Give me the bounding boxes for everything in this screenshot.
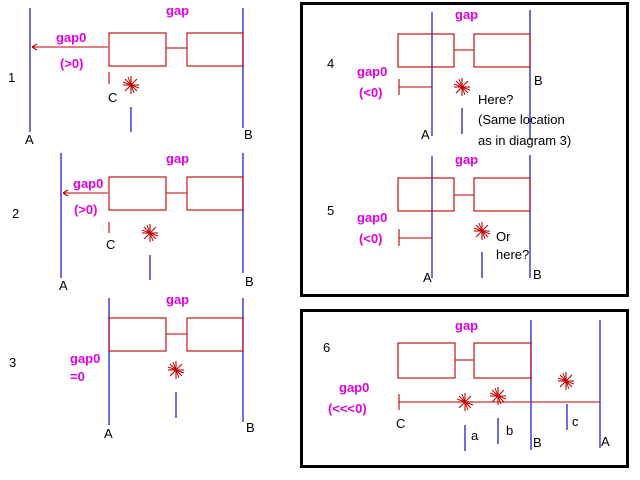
label-b: B bbox=[245, 274, 254, 289]
note-line: (Same location bbox=[478, 112, 565, 127]
right-box bbox=[186, 32, 244, 67]
gap0-label: gap0 bbox=[357, 210, 387, 225]
gap0-label: gap0 bbox=[56, 30, 86, 45]
arrow-head bbox=[31, 46, 38, 51]
panel-6: 6 gap gap0 (<<<0) C a b c B A bbox=[323, 318, 610, 451]
right-box bbox=[186, 176, 244, 211]
note-line: as in diagram 3) bbox=[478, 133, 571, 148]
note-line: Or bbox=[496, 229, 511, 244]
gap-label: gap bbox=[166, 292, 189, 307]
gap-label: gap bbox=[455, 7, 478, 22]
gap0-sign: (<0) bbox=[359, 85, 382, 100]
panel-2: 2 gap gap0 (>0) C A B bbox=[12, 151, 254, 293]
star-icon bbox=[456, 392, 474, 412]
panel-number: 3 bbox=[9, 355, 16, 370]
gap0-sign: (<<<0) bbox=[328, 401, 367, 416]
label-c-small: c bbox=[572, 414, 579, 429]
panel-number: 1 bbox=[8, 70, 15, 85]
label-a: A bbox=[59, 278, 68, 293]
gap0-label: gap0 bbox=[339, 380, 369, 395]
label-c: C bbox=[106, 237, 115, 252]
panel-number: 4 bbox=[327, 56, 334, 71]
label-a: A bbox=[601, 434, 610, 449]
label-b: B bbox=[246, 420, 255, 435]
gap0-sign: (>0) bbox=[60, 56, 83, 71]
star-icon bbox=[453, 77, 471, 97]
star-icon bbox=[141, 223, 159, 243]
panel-1: 1 gap gap0 (>0) C A B bbox=[8, 3, 253, 147]
left-box bbox=[397, 177, 455, 212]
panel-frame-lower bbox=[300, 309, 629, 468]
arrow-head bbox=[31, 43, 38, 48]
panel-number: 2 bbox=[12, 206, 19, 221]
panel-5: 5 gap gap0 (<0) Or here? A B bbox=[327, 152, 542, 285]
gap0-sign: =0 bbox=[70, 369, 85, 384]
gap0-label: gap0 bbox=[357, 64, 387, 79]
gap0-sign: (<0) bbox=[359, 231, 382, 246]
label-a-small: a bbox=[471, 428, 479, 443]
left-box bbox=[397, 342, 456, 379]
note-line: Here? bbox=[478, 92, 513, 107]
star-icon bbox=[122, 75, 140, 95]
label-b: B bbox=[244, 127, 253, 142]
label-b-small: b bbox=[506, 423, 513, 438]
left-box bbox=[397, 33, 455, 68]
gap0-sign: (>0) bbox=[74, 202, 97, 217]
gap0-label: gap0 bbox=[70, 351, 100, 366]
panel-3: 3 gap gap0 =0 A B bbox=[9, 292, 255, 441]
panel-frame-upper bbox=[300, 2, 629, 297]
right-box bbox=[186, 317, 244, 352]
left-box bbox=[108, 176, 167, 211]
label-c: C bbox=[396, 416, 405, 431]
label-b: B bbox=[533, 435, 542, 450]
label-a: A bbox=[421, 127, 430, 142]
right-box bbox=[473, 33, 531, 68]
label-a: A bbox=[25, 132, 34, 147]
label-b: B bbox=[534, 73, 543, 88]
gap0-label: gap0 bbox=[73, 176, 103, 191]
left-box bbox=[108, 317, 167, 352]
star-icon bbox=[167, 360, 185, 380]
gap-label: gap bbox=[166, 3, 189, 18]
right-box bbox=[473, 342, 532, 379]
label-b: B bbox=[533, 267, 542, 282]
label-a: A bbox=[423, 270, 432, 285]
panel-number: 6 bbox=[323, 340, 330, 355]
gap-label: gap bbox=[455, 318, 478, 333]
note-line: here? bbox=[496, 247, 529, 262]
gap-label: gap bbox=[166, 151, 189, 166]
star-icon bbox=[473, 221, 491, 241]
panel-4: 4 gap gap0 (<0) Here? (Same location as … bbox=[327, 7, 571, 148]
gap-label: gap bbox=[455, 152, 478, 167]
label-a: A bbox=[104, 426, 113, 441]
panel-number: 5 bbox=[327, 203, 334, 218]
label-c: C bbox=[108, 90, 117, 105]
left-box bbox=[108, 32, 167, 67]
right-box bbox=[473, 177, 531, 212]
star-icon bbox=[557, 371, 575, 391]
star-icon bbox=[489, 386, 507, 406]
arrow-head bbox=[62, 189, 69, 194]
arrow-head bbox=[62, 192, 69, 197]
